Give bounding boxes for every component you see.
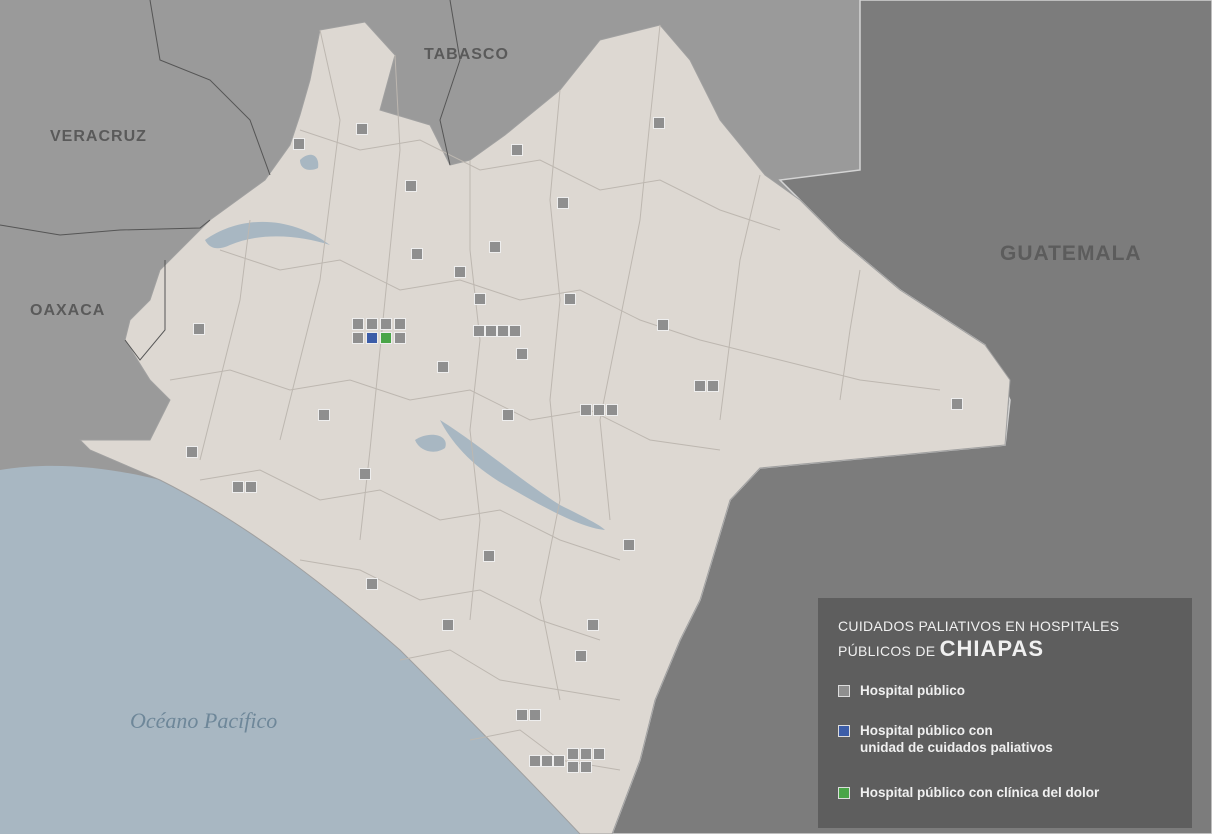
legend-title-state: CHIAPAS bbox=[939, 636, 1045, 661]
legend-label-pain-clinic: Hospital público con clínica del dolor bbox=[860, 785, 1100, 800]
hospital-marker bbox=[502, 409, 514, 421]
hospital-marker bbox=[352, 332, 364, 344]
hospital-marker bbox=[442, 619, 454, 631]
hospital-marker bbox=[186, 446, 198, 458]
legend-title-line1: CUIDADOS PALIATIVOS EN HOSPITALES bbox=[838, 618, 1120, 634]
hospital-marker bbox=[366, 318, 378, 330]
lake bbox=[415, 434, 446, 452]
hospital-pain-clinic-marker bbox=[380, 332, 392, 344]
label-oaxaca: OAXACA bbox=[30, 302, 106, 319]
hospital-marker bbox=[356, 123, 368, 135]
hospital-marker bbox=[587, 619, 599, 631]
hospital-marker bbox=[293, 138, 305, 150]
state-borders bbox=[0, 0, 461, 361]
legend-swatch-palliative bbox=[838, 725, 850, 737]
hospital-marker bbox=[437, 361, 449, 373]
hospital-marker bbox=[580, 404, 592, 416]
hospital-marker bbox=[580, 761, 592, 773]
hospital-marker bbox=[606, 404, 618, 416]
hospital-marker bbox=[394, 332, 406, 344]
hospital-marker bbox=[951, 398, 963, 410]
hospital-marker bbox=[405, 180, 417, 192]
hospital-marker bbox=[541, 755, 553, 767]
lake bbox=[440, 420, 605, 530]
legend-swatch-pain-clinic bbox=[838, 787, 850, 799]
hospital-marker bbox=[474, 293, 486, 305]
hospital-marker bbox=[193, 323, 205, 335]
hospital-marker bbox=[557, 197, 569, 209]
hospital-marker bbox=[580, 748, 592, 760]
hospital-marker bbox=[623, 539, 635, 551]
hospital-palliative-marker bbox=[366, 332, 378, 344]
municipal-boundaries bbox=[169, 24, 941, 771]
label-guatemala: GUATEMALA bbox=[1000, 242, 1142, 265]
hospital-marker bbox=[359, 468, 371, 480]
hospital-marker bbox=[352, 318, 364, 330]
map-legend: CUIDADOS PALIATIVOS EN HOSPITALES PÚBLIC… bbox=[818, 598, 1192, 828]
label-veracruz: VERACRUZ bbox=[50, 128, 147, 145]
legend-title-line2: PÚBLICOS DE CHIAPAS bbox=[838, 636, 1044, 662]
legend-item-pain-clinic: Hospital público con clínica del dolor bbox=[838, 784, 1099, 801]
hospital-marker bbox=[657, 319, 669, 331]
legend-label-hospital: Hospital público bbox=[860, 683, 966, 698]
label-tabasco: TABASCO bbox=[424, 46, 509, 63]
legend-item-palliative: Hospital público con unidad de cuidados … bbox=[838, 722, 1053, 756]
hospital-marker bbox=[497, 325, 509, 337]
hospital-marker bbox=[380, 318, 392, 330]
hospital-marker bbox=[473, 325, 485, 337]
hospital-marker bbox=[394, 318, 406, 330]
hospital-marker bbox=[489, 241, 501, 253]
chiapas-state bbox=[78, 21, 1011, 834]
legend-label-palliative-line1: Hospital público con bbox=[860, 723, 993, 738]
hospital-marker bbox=[553, 755, 565, 767]
hospital-marker bbox=[653, 117, 665, 129]
legend-label-palliative-line2: unidad de cuidados paliativos bbox=[860, 740, 1053, 755]
hospital-marker bbox=[593, 748, 605, 760]
hospital-marker bbox=[454, 266, 466, 278]
hospital-marker bbox=[707, 380, 719, 392]
hospital-marker bbox=[593, 404, 605, 416]
legend-swatch-hospital bbox=[838, 685, 850, 697]
hospital-marker bbox=[411, 248, 423, 260]
hospital-marker bbox=[232, 481, 244, 493]
hospital-marker bbox=[483, 550, 495, 562]
hospital-marker bbox=[529, 755, 541, 767]
lake bbox=[205, 221, 330, 249]
hospital-marker bbox=[516, 348, 528, 360]
hospital-marker bbox=[564, 293, 576, 305]
hospital-marker bbox=[366, 578, 378, 590]
hospital-marker bbox=[245, 481, 257, 493]
hospital-marker bbox=[567, 761, 579, 773]
hospital-marker bbox=[485, 325, 497, 337]
hospital-marker bbox=[529, 709, 541, 721]
legend-item-hospital: Hospital público bbox=[838, 682, 965, 699]
pacific-ocean bbox=[0, 465, 580, 834]
hospital-marker bbox=[567, 748, 579, 760]
legend-title-prefix: PÚBLICOS DE bbox=[838, 643, 940, 659]
hospital-marker bbox=[511, 144, 523, 156]
hospital-marker bbox=[694, 380, 706, 392]
label-ocean: Océano Pacífico bbox=[130, 708, 278, 733]
hospital-marker bbox=[516, 709, 528, 721]
hospital-marker bbox=[509, 325, 521, 337]
hospital-marker bbox=[318, 409, 330, 421]
lake bbox=[300, 154, 319, 170]
hospital-marker bbox=[575, 650, 587, 662]
